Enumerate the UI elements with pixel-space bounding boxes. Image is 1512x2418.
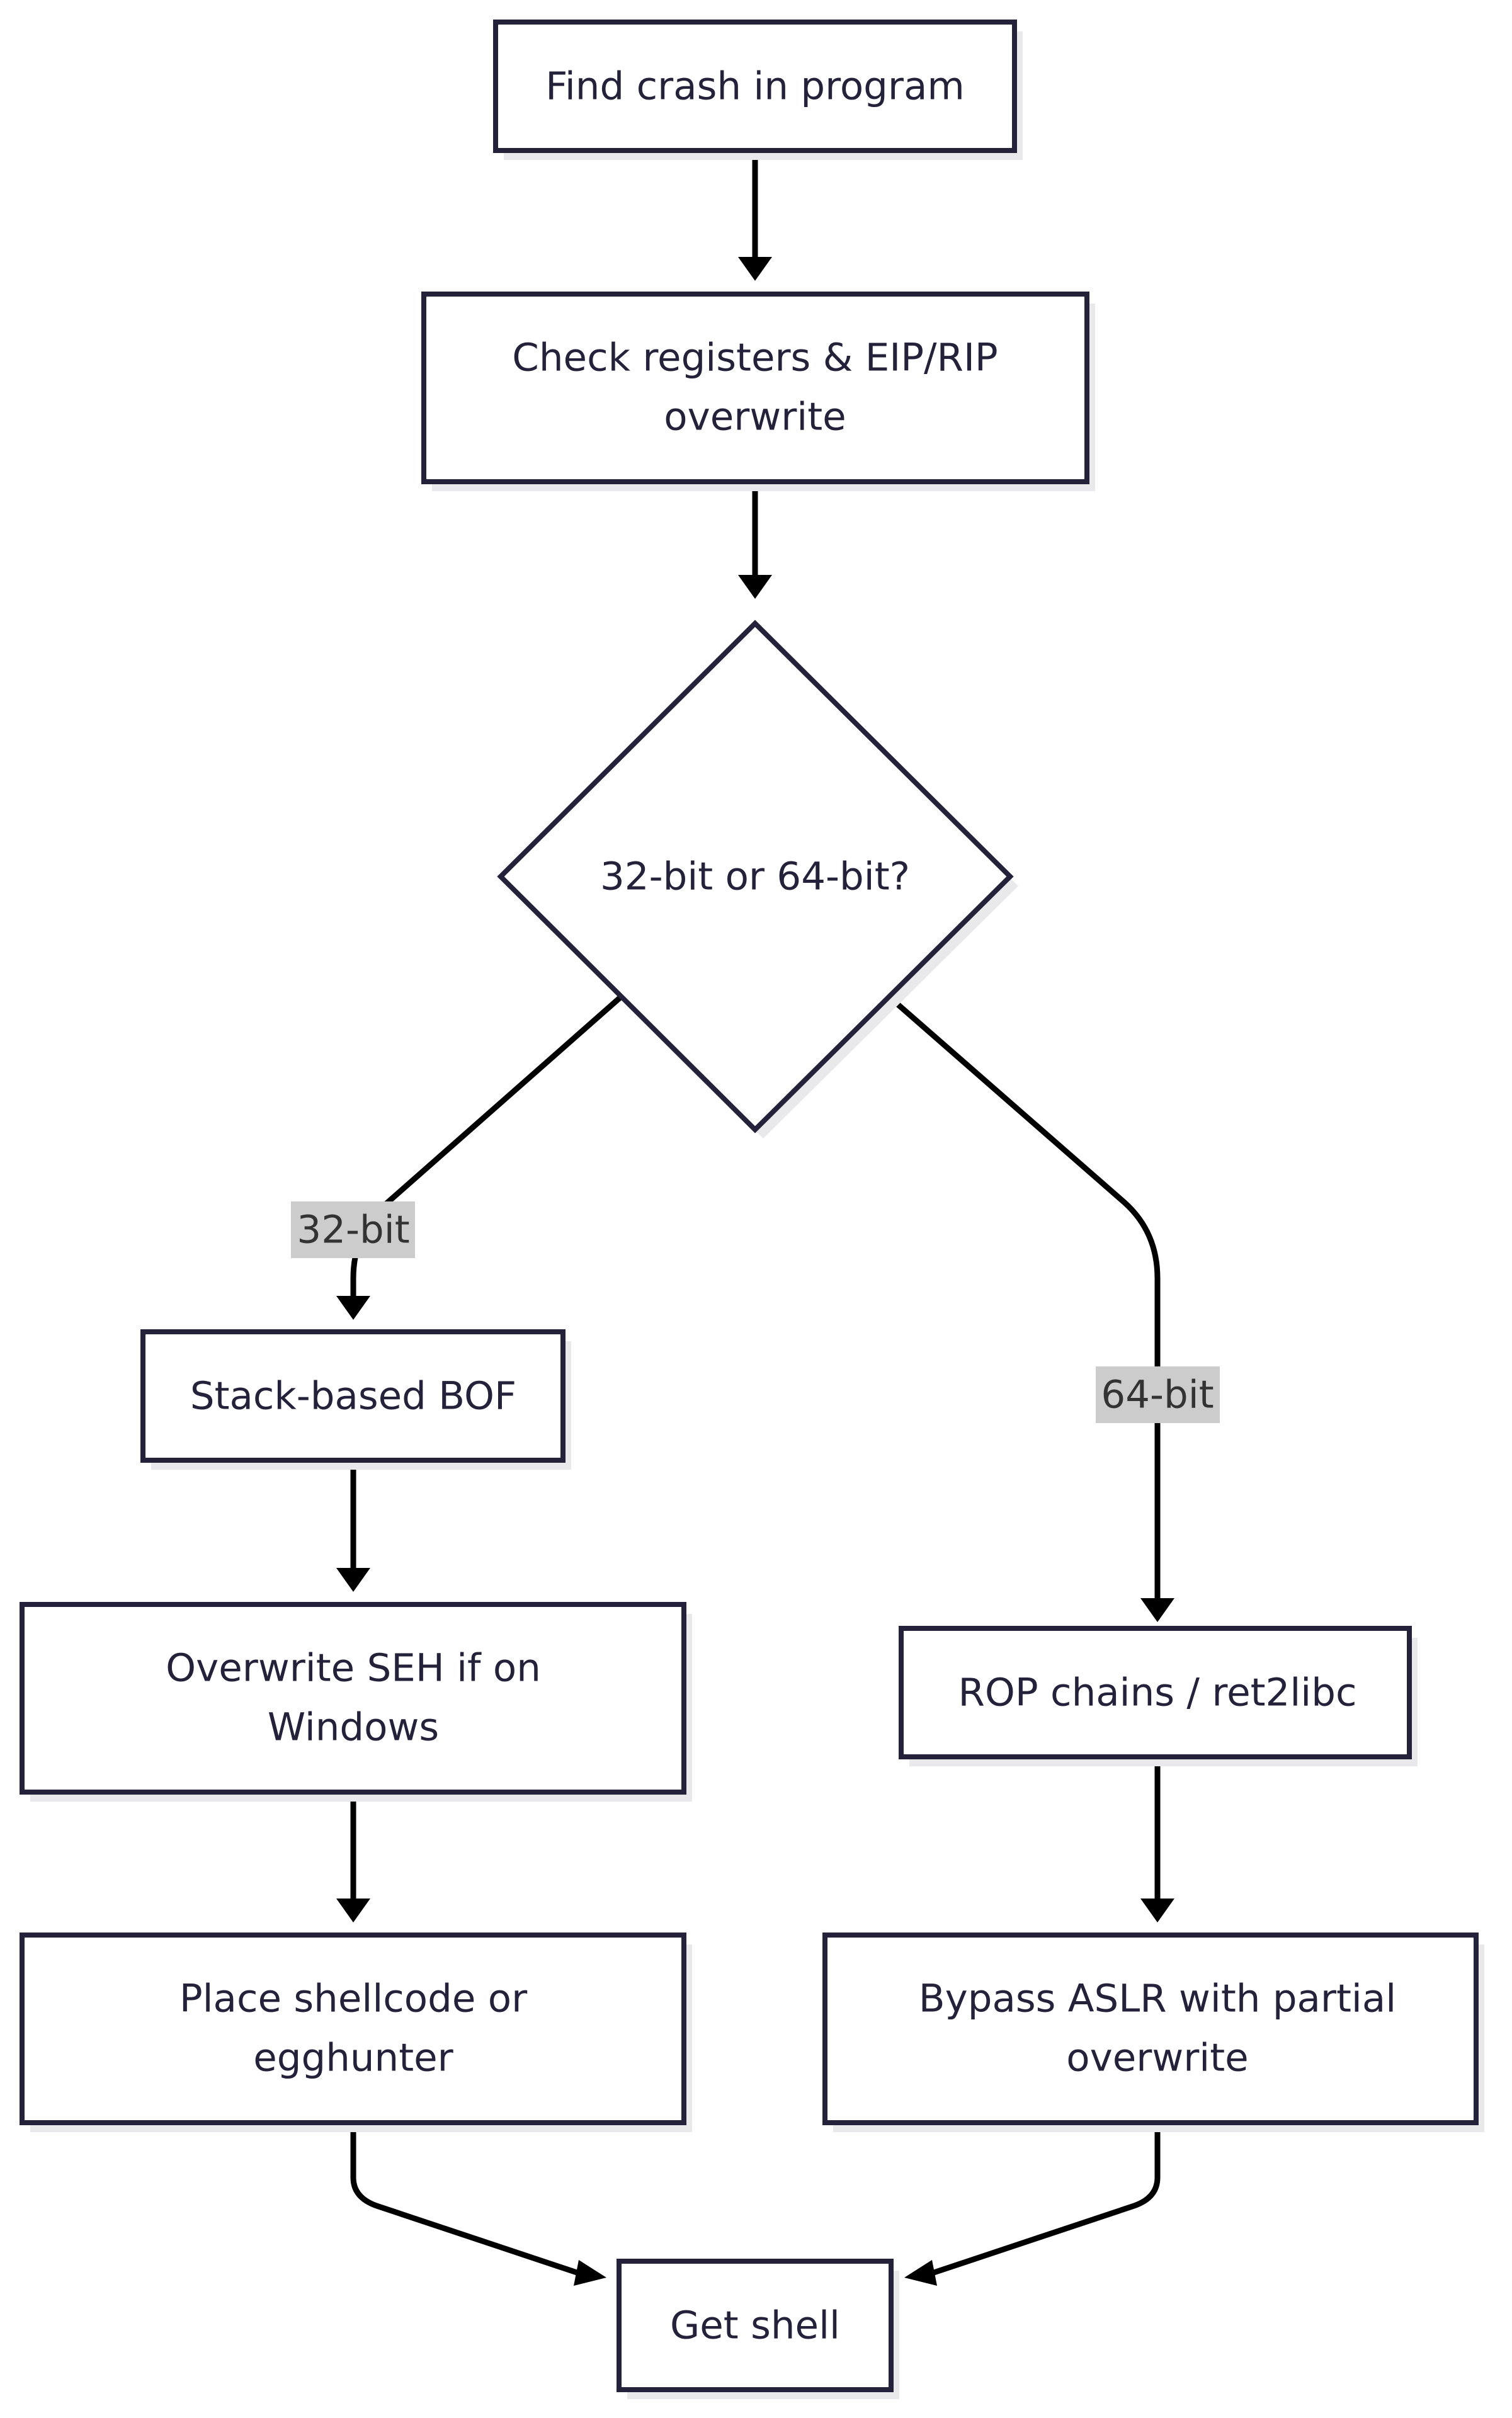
edge-bypass-aslr-to-get-shell: [904, 2121, 1161, 2286]
node-find-crash-label: Find crash in program: [545, 64, 965, 109]
node-stack-bof[interactable]: Stack-based BOF: [140, 1329, 571, 1470]
node-find-crash[interactable]: Find crash in program: [493, 20, 1023, 160]
edge-find-crash-to-check-registers: [738, 149, 772, 281]
edge-decision-to-rop-chains: [887, 994, 1174, 1622]
svg-text:32-bit: 32-bit: [297, 1208, 409, 1252]
node-bypass-aslr-label-line1: Bypass ASLR with partial: [919, 1977, 1396, 2021]
svg-text:64-bit: 64-bit: [1101, 1373, 1214, 1417]
edge-rop-chains-to-bypass-aslr: [1140, 1762, 1174, 1922]
node-check-registers-label-line1: Check registers & EIP/RIP: [512, 336, 998, 380]
edge-stack-bof-to-overwrite-seh: [336, 1460, 370, 1592]
edge-place-shellcode-to-get-shell: [350, 2121, 606, 2286]
node-arch-decision-label: 32-bit or 64-bit?: [600, 854, 910, 899]
node-arch-decision[interactable]: 32-bit or 64-bit?: [497, 620, 1018, 1138]
edge-check-registers-to-decision: [738, 480, 772, 599]
node-bypass-aslr[interactable]: Bypass ASLR with partial overwrite: [822, 1933, 1484, 2132]
node-place-shellcode-label-line1: Place shellcode or: [179, 1977, 528, 2021]
node-overwrite-seh-label-line1: Overwrite SEH if on: [166, 1646, 541, 1691]
node-get-shell[interactable]: Get shell: [617, 2259, 899, 2399]
node-overwrite-seh-label-line2: Windows: [268, 1705, 439, 1750]
node-bypass-aslr-label-line2: overwrite: [1066, 2036, 1248, 2080]
node-rop-chains[interactable]: ROP chains / ret2libc: [899, 1626, 1418, 1766]
edge-decision-to-stack-bof: [336, 994, 623, 1320]
node-get-shell-label: Get shell: [670, 2303, 840, 2348]
node-rop-chains-label: ROP chains / ret2libc: [958, 1671, 1356, 1715]
node-check-registers[interactable]: Check registers & EIP/RIP overwrite: [421, 292, 1095, 491]
edge-overwrite-seh-to-place-shellcode: [336, 1791, 370, 1922]
edge-label-64bit: 64-bit: [1096, 1366, 1220, 1423]
edge-label-32bit: 32-bit: [291, 1201, 415, 1258]
node-stack-bof-label: Stack-based BOF: [190, 1374, 516, 1419]
node-place-shellcode-label-line2: egghunter: [253, 2036, 453, 2080]
node-overwrite-seh[interactable]: Overwrite SEH if on Windows: [20, 1602, 692, 1802]
node-place-shellcode[interactable]: Place shellcode or egghunter: [20, 1933, 692, 2132]
node-check-registers-label-line2: overwrite: [664, 395, 846, 440]
